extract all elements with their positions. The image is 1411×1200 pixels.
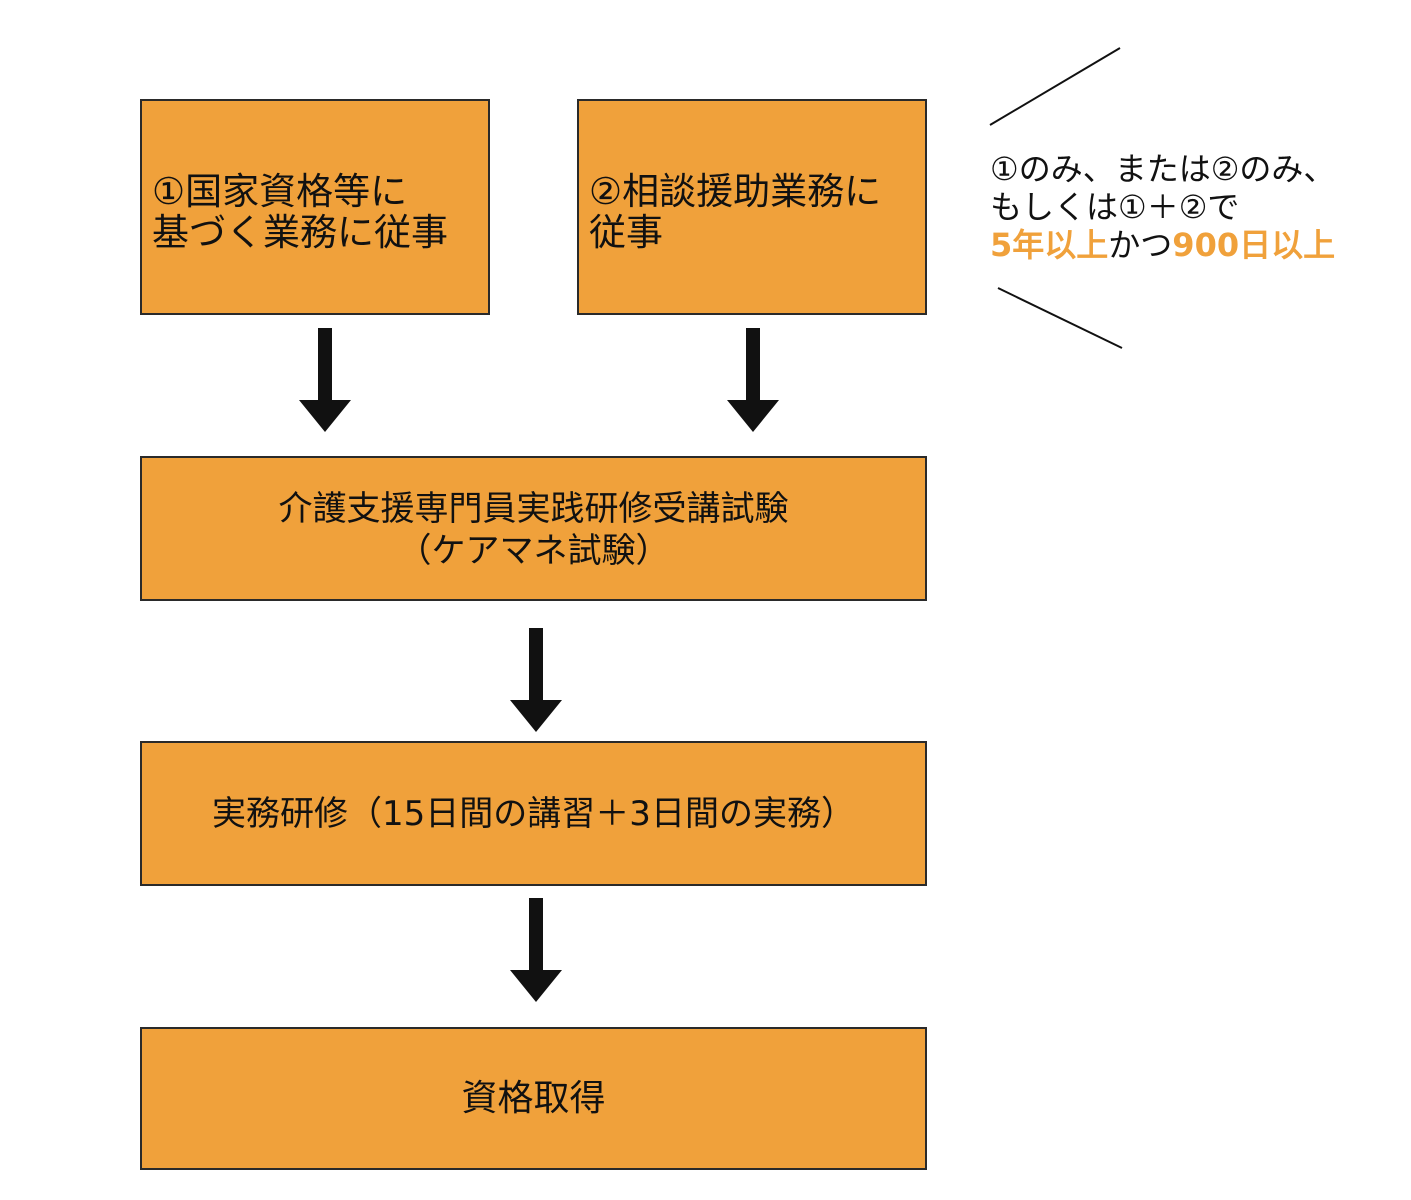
consultation-support-box: ②相談援助業務に 従事 <box>577 99 927 315</box>
note-line-3: 5年以上かつ900日以上 <box>990 226 1335 264</box>
qualification-acquired-box: 資格取得 <box>140 1027 927 1170</box>
bracket-lower-line <box>997 287 1123 349</box>
arrow-down-icon <box>299 328 351 432</box>
practical-training-box: 実務研修（15日間の講習＋3日間の実務） <box>140 741 927 886</box>
note-line-1: ①のみ、または②のみ、 <box>990 150 1336 188</box>
national-qualification-text: ①国家資格等に 基づく業務に従事 <box>152 170 448 254</box>
consultation-support-text: ②相談援助業務に 従事 <box>589 170 882 254</box>
note-years-highlight: 5年以上 <box>990 226 1109 264</box>
bracket-upper-line <box>989 47 1121 126</box>
care-manager-exam-text: 介護支援専門員実践研修受講試験 （ケアマネ試験） <box>278 489 789 571</box>
note-days-highlight: 900日以上 <box>1172 226 1336 264</box>
note-bracket <box>989 47 1123 349</box>
national-qualification-box: ①国家資格等に 基づく業務に従事 <box>140 99 490 315</box>
arrow-down-icon <box>510 628 562 732</box>
arrow-down-icon <box>727 328 779 432</box>
care-manager-exam-box: 介護支援専門員実践研修受講試験 （ケアマネ試験） <box>140 456 927 601</box>
arrow-down-icon <box>510 898 562 1002</box>
practical-training-text: 実務研修（15日間の講習＋3日間の実務） <box>212 794 855 834</box>
note-line-2: もしくは①＋②で <box>990 188 1240 226</box>
qualification-acquired-text: 資格取得 <box>461 1078 606 1119</box>
experience-requirement-note: ①のみ、または②のみ、 もしくは①＋②で 5年以上かつ900日以上 <box>990 150 1335 264</box>
note-and-text: かつ <box>1108 226 1173 264</box>
